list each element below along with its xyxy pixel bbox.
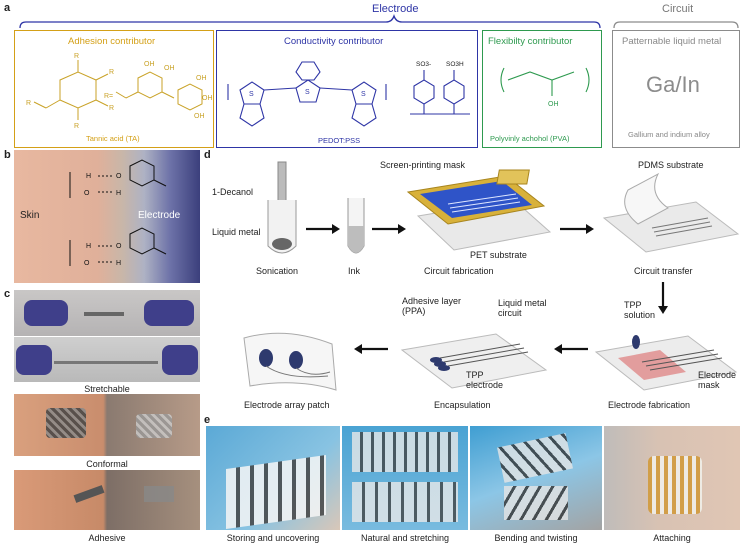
caption-attaching: Attaching [653, 533, 691, 543]
caption-stretching: Natural and stretching [360, 533, 450, 543]
panel-d-label: d [204, 149, 211, 161]
encapsulation-illustration [400, 333, 548, 389]
pedot-pss-structure: S S S SO3- SO3H [227, 61, 470, 127]
ta-oh3: OH [196, 75, 207, 82]
b-o1: O [84, 190, 90, 197]
so3h-label: SO3H [446, 61, 464, 68]
ink-tube [347, 198, 365, 254]
step-circuit-fabrication: Circuit fabrication [424, 266, 494, 276]
circuit-transfer-illustration [602, 172, 740, 253]
circuit-header: Circuit [662, 3, 694, 15]
arrow-sonication-to-ink [306, 224, 340, 234]
adhesion-box [14, 30, 214, 148]
storing-photo [206, 426, 340, 530]
panel-c-label: c [4, 288, 11, 300]
step-sonication: Sonication [256, 266, 299, 276]
label-electrode-mask: Electrode mask [698, 370, 737, 390]
adhesion-title: Adhesion contributor [68, 36, 156, 47]
conformal-photo [14, 394, 200, 456]
electrode-fabrication-illustration [594, 335, 738, 391]
ta-r3: R [109, 69, 114, 76]
adhesion-caption: Tannic acid (TA) [86, 134, 140, 143]
label-adhesive-layer: Adhesive layer (PPA) [402, 296, 462, 316]
electrode-bracket [19, 13, 739, 29]
step-ink: Ink [348, 266, 361, 276]
label-tpp-solution: TPP solution [624, 300, 656, 320]
ta-r2: R [74, 53, 79, 60]
conductivity-title: Conductivity contributor [284, 36, 384, 47]
hydrogen-bond-diagram: H O O H H O O H [69, 159, 167, 267]
svg-text:S: S [249, 91, 254, 98]
b-o4: O [116, 243, 122, 250]
flexibility-box [482, 30, 602, 148]
conductivity-caption: PEDOT:PSS [318, 136, 361, 145]
electrode-header: Electrode [372, 3, 419, 15]
metal-caption: Gallium and indium alloy [628, 130, 710, 139]
tannic-acid-structure: R R R R R R= OH OH OH OH OH [26, 53, 213, 130]
arrow-electrode-to-encapsulation [554, 344, 588, 354]
panel-a-label: a [4, 2, 11, 14]
electrode-label: Electrode [138, 210, 181, 221]
ta-oh4: OH [202, 95, 213, 102]
step-encapsulation: Encapsulation [434, 400, 491, 410]
skin-electrode-photo: H O O H H O O H Skin Electrode [14, 150, 200, 283]
svg-text:S: S [361, 91, 366, 98]
skin-label: Skin [20, 210, 40, 221]
conductivity-box [216, 30, 478, 148]
arrow-transfer-to-electrode [658, 282, 668, 314]
so3-minus-label: SO3- [416, 61, 431, 68]
flexibility-caption: Polyvinly achohol (PVA) [490, 134, 570, 143]
label-screen-mask: Screen-printing mask [380, 160, 466, 170]
panel-b-label: b [4, 149, 11, 161]
label-decanol: 1-Decanol [212, 187, 254, 197]
b-h1: H [86, 173, 91, 180]
step-circuit-transfer: Circuit transfer [634, 266, 693, 276]
b-o2: O [116, 173, 122, 180]
caption-stretchable: Stretchable [84, 384, 130, 394]
metal-formula: Ga/In [646, 72, 700, 97]
label-lm-circuit: Liquid metal circuit [498, 298, 547, 318]
label-liquid-metal: Liquid metal [212, 227, 261, 237]
caption-storing: Storing and uncovering [226, 533, 320, 543]
pva-structure: OH [500, 67, 590, 108]
electrode-patch-illustration [243, 332, 337, 391]
sonication-vial [267, 161, 297, 254]
svg-text:S: S [305, 89, 310, 96]
metal-box [612, 30, 740, 148]
flexibility-title: Flexibilty contributor [488, 36, 573, 47]
caption-bending: Bending and twisting [494, 533, 578, 543]
stretch-photo-bottom [14, 337, 200, 382]
panel-e-label: e [204, 414, 211, 426]
caption-conformal: Conformal [86, 459, 128, 469]
ta-oh2: OH [164, 65, 175, 72]
screen-printing-illustration [406, 169, 552, 251]
stretching-photo [342, 426, 468, 530]
ta-r4: R [109, 105, 114, 112]
attaching-photo [604, 426, 740, 530]
b-o3: O [84, 260, 90, 267]
arrow-ink-to-fabrication [372, 224, 406, 234]
step-electrode-array-patch: Electrode array patch [244, 400, 330, 410]
b-h3: H [86, 243, 91, 250]
bending-photo [470, 426, 602, 530]
metal-title: Patternable liquid metal [622, 36, 722, 47]
step-electrode-fabrication: Electrode fabrication [608, 400, 691, 410]
adhesive-photo [14, 470, 200, 530]
label-pet: PET substrate [470, 250, 527, 260]
pva-oh: OH [548, 101, 559, 108]
stretch-photo-top [14, 290, 200, 336]
caption-adhesive: Adhesive [88, 533, 126, 543]
ta-oh1: OH [144, 61, 155, 68]
arrow-fabrication-to-transfer [560, 224, 594, 234]
ta-oh5: OH [194, 113, 205, 120]
b-h4: H [116, 260, 121, 267]
b-h2: H [116, 190, 121, 197]
label-tpp-electrode: TPP electrode [466, 370, 504, 390]
ta-r1: R [26, 100, 31, 107]
arrow-encapsulation-to-patch [354, 344, 388, 354]
ta-r-eq: R= [104, 93, 113, 100]
label-pdms: PDMS substrate [638, 160, 704, 170]
ta-r5: R [74, 123, 79, 130]
